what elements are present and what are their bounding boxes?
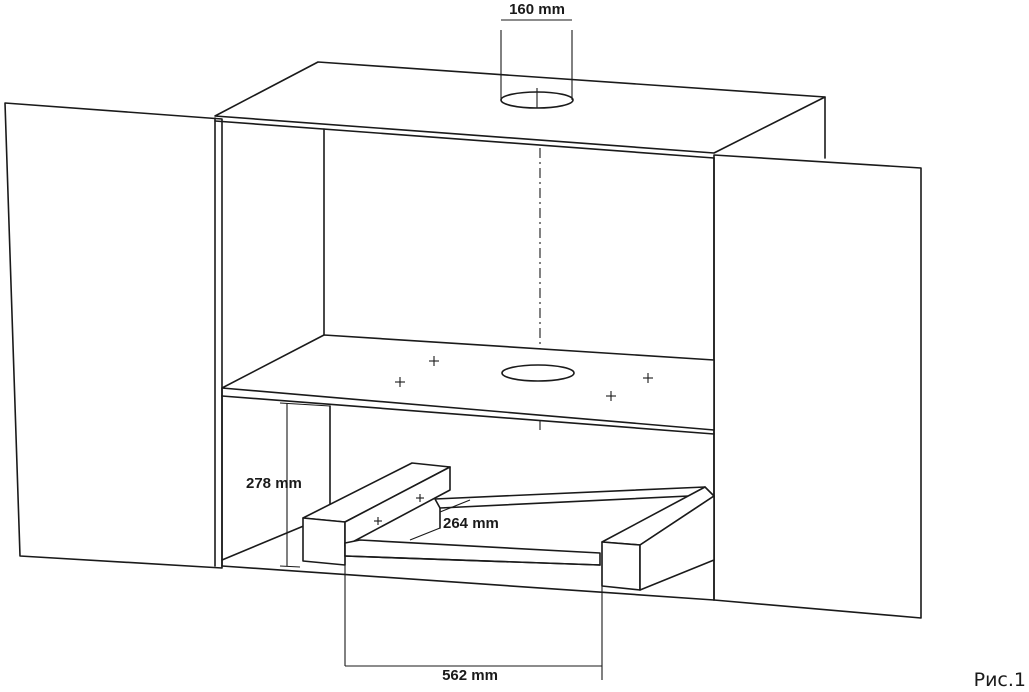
middle-shelf bbox=[221, 334, 715, 431]
duct-opening-shelf bbox=[501, 364, 575, 382]
mounting-bracket bbox=[302, 462, 715, 591]
left-wall-panel bbox=[4, 102, 223, 569]
dimension-278-label: 278 mm bbox=[246, 475, 302, 492]
figure-label: Рис.1 bbox=[974, 669, 1026, 691]
dimension-160-label: 160 mm bbox=[509, 1, 565, 18]
right-wall-panel bbox=[713, 154, 922, 619]
dimension-264-label: 264 mm bbox=[443, 515, 499, 532]
dimension-562-label: 562 mm bbox=[442, 667, 498, 684]
shelf-screw-marks bbox=[395, 356, 653, 401]
